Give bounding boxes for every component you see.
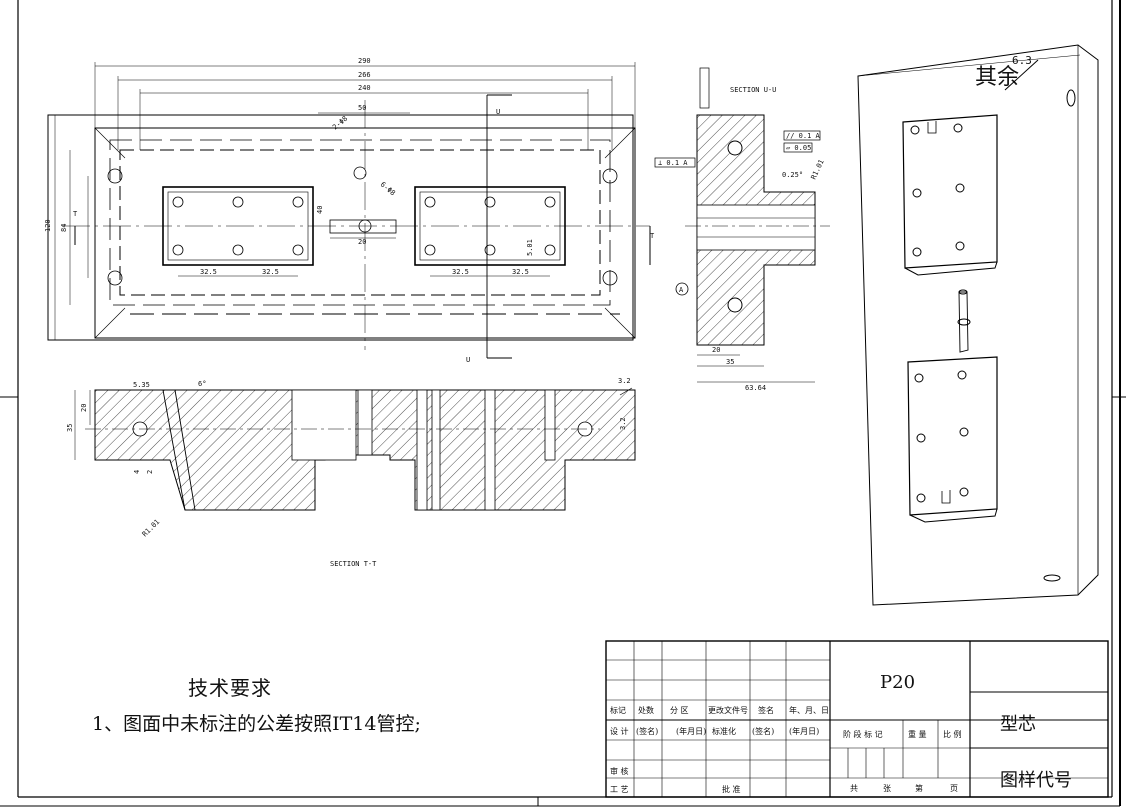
tb-date: 年、月、日 <box>789 706 829 715</box>
dim-6-phi8: 6-Φ8 <box>379 180 397 197</box>
tb-design: 设 计 <box>610 727 629 736</box>
section-mark-u-bottom: U <box>466 356 470 364</box>
dim-5-35: 5.35 <box>133 381 150 389</box>
title-block <box>605 640 1109 798</box>
roughness-3-2-a: 3.2 <box>618 377 631 385</box>
tb-weight: 重 量 <box>908 730 927 739</box>
dim-120: 120 <box>44 219 52 232</box>
tb-process: 工 艺 <box>610 785 629 794</box>
tolerance-perpendicular: ⊥ 0.1 A <box>658 159 688 167</box>
tb-approve: 批 准 <box>722 785 741 794</box>
dim-63-64: 63.64 <box>745 384 766 392</box>
dim-290: 290 <box>358 57 371 65</box>
tb-page: 页 <box>950 784 958 793</box>
dim-6-deg: 6° <box>198 380 206 388</box>
dim-4: 4 <box>133 470 141 474</box>
dim-r1-01-tt: R1.01 <box>141 518 162 539</box>
dim-r1-01-uu: R1.01 <box>810 158 826 180</box>
tolerance-parallel: // 0.1 A <box>786 132 821 140</box>
dim-0-25-deg: 0.25° <box>782 171 803 179</box>
tolerance-flatness: ▱ 0.05 <box>786 144 811 152</box>
tb-sheets: 张 <box>883 784 891 793</box>
section-mark-t-left: T <box>73 210 78 218</box>
notes-title: 技术要求 <box>188 676 272 700</box>
tb-review: 审 核 <box>610 767 629 776</box>
dim-32-5-b: 32.5 <box>262 268 279 276</box>
notes-item-1: 1、图面中未标注的公差按照IT14管控; <box>92 713 421 735</box>
dim-2: 2 <box>146 470 154 474</box>
tb-scale: 比 例 <box>943 730 962 739</box>
technical-requirements: 技术要求 1、图面中未标注的公差按照IT14管控; <box>92 672 562 736</box>
top-view <box>47 62 651 359</box>
tb-count: 处数 <box>638 706 654 715</box>
dim-35: 35 <box>66 424 74 432</box>
dim-50: 50 <box>358 104 366 112</box>
dim-266: 266 <box>358 71 371 79</box>
roughness-3-2-b: 3.2 <box>619 417 627 430</box>
rest-roughness-mark: 其余 <box>975 65 1019 90</box>
tb-stage: 阶 段 标 记 <box>843 730 883 739</box>
dim-32-5-d: 32.5 <box>512 268 529 276</box>
dim-84: 84 <box>60 224 68 232</box>
section-mark-t-right: T <box>650 232 655 240</box>
tb-change-doc: 更改文件号 <box>708 706 748 715</box>
tb-standard-sign: (签名) <box>752 727 775 736</box>
tb-total: 共 <box>850 784 858 793</box>
dim-35-uu: 35 <box>726 358 734 366</box>
section-t-t-view <box>74 387 636 511</box>
top-view-dim-texts: 290 266 240 50 2-Φ8 6-Φ8 32.5 32.5 32.5 … <box>44 57 655 364</box>
dim-20: 20 <box>358 238 366 246</box>
section-u-u-label: SECTION U-U <box>730 86 776 94</box>
tb-zone: 分 区 <box>670 706 689 715</box>
tb-page-no: 第 <box>915 784 923 793</box>
dim-32-5-c: 32.5 <box>452 268 469 276</box>
dim-40: 40 <box>316 206 324 214</box>
tb-mark: 标记 <box>610 706 626 715</box>
tb-material: P20 <box>880 672 916 693</box>
tb-standard: 标准化 <box>712 727 736 736</box>
section-u-u-view <box>654 67 830 383</box>
datum-a: A <box>679 286 684 294</box>
tb-standard-date: (年月日) <box>789 727 820 736</box>
isometric-texts: 其余 6.3 <box>975 54 1039 91</box>
tb-sign: 签名 <box>758 706 774 715</box>
isometric-view <box>857 44 1099 606</box>
tb-part-name: 型芯 <box>1000 714 1036 735</box>
section-mark-u-top: U <box>496 108 500 116</box>
dim-20-uu: 20 <box>712 346 720 354</box>
dim-5-01: 5.01 <box>526 239 534 256</box>
dim-20-tt: 20 <box>80 404 88 412</box>
tb-design-sign: (签名) <box>636 727 659 736</box>
dim-2-phi8: 2-Φ8 <box>331 115 349 132</box>
dim-240: 240 <box>358 84 371 92</box>
tb-design-date: (年月日) <box>676 727 707 736</box>
tb-drawing-no: 图样代号 <box>1000 770 1072 791</box>
dim-32-5-a: 32.5 <box>200 268 217 276</box>
section-t-t-label: SECTION T-T <box>330 560 377 568</box>
roughness-6-3: 6.3 <box>1012 54 1032 67</box>
